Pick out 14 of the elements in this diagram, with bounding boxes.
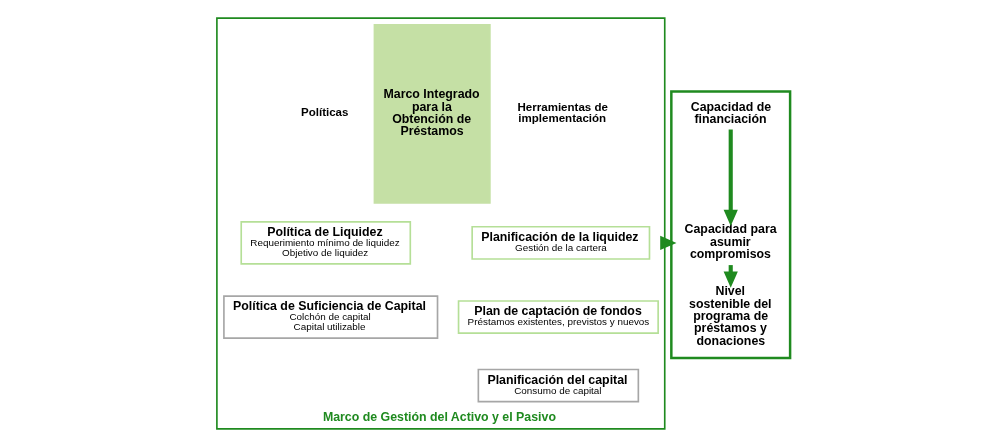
label: Políticas bbox=[301, 106, 349, 119]
node-box: Planificación de la liquidez Gestión de la cartera bbox=[471, 225, 651, 260]
node-box: Marco Integrado para la Obtención de Préstamos bbox=[373, 23, 491, 204]
node-text: Nivel sostenible del programa de préstamos y donaciones bbox=[689, 284, 772, 348]
arrow bbox=[723, 129, 738, 227]
node-box: Planificación del capital Consumo de capital bbox=[477, 368, 640, 403]
label: Herramientas de implementación bbox=[517, 100, 608, 125]
node-text: Capacidad para asumir compromisos bbox=[684, 222, 777, 262]
cluster bbox=[670, 90, 792, 360]
node-text: Capacidad de financiación bbox=[690, 99, 772, 126]
node-box: Política de Suficiencia de Capital Colchón de capital Capital utilizable bbox=[223, 295, 439, 339]
node-box: Plan de captación de fondos Préstamos existentes, previstos y nuevos bbox=[457, 300, 659, 334]
node-box: Política de Liquidez Requerimiento mínimo de liquidez Objetivo de liquidez bbox=[240, 221, 412, 265]
arrow bbox=[660, 235, 677, 250]
